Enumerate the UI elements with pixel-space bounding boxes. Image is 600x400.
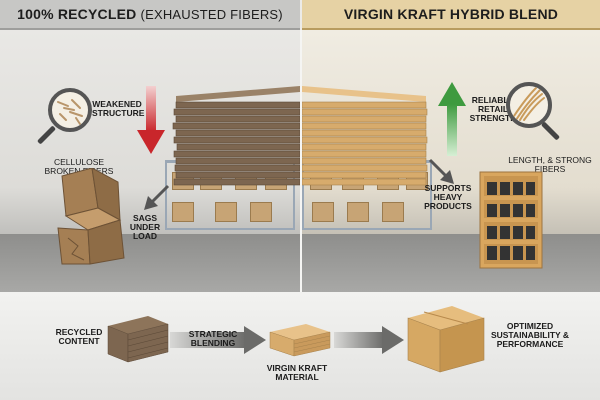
warehouse-floor	[302, 234, 600, 292]
strong-fibers-caption: LENGTH, & STRONG FIBERS	[508, 155, 592, 174]
sag-pointer-arrow-icon	[144, 184, 170, 210]
virgin-fiber-magnifier	[506, 82, 566, 154]
magnifier-lens-icon	[48, 88, 92, 132]
shelf-box	[347, 202, 369, 222]
supports-heavy-products-label: SUPPORTS HEAVY PRODUCTS	[424, 183, 472, 211]
collapsed-box-icon	[57, 168, 125, 265]
sags-under-load-label: SAGS UNDER LOAD	[129, 213, 161, 241]
blending-arrow-icon	[170, 326, 266, 354]
recycled-header-title: 100% RECYCLED	[17, 6, 137, 22]
virgin-header-title: VIRGIN KRAFT HYBRID BLEND	[343, 6, 559, 22]
optimized-result-label: OPTIMIZED SUSTAINABILITY & PERFORMANCE	[490, 321, 570, 349]
recycled-fiber-magnifier	[36, 88, 96, 158]
retail-strength-label: RELIABLE RETAIL STRENGTH	[469, 95, 517, 123]
process-flow-section: RECYCLED CONTENT STRATEGIC BLENDING VIRG…	[0, 292, 600, 400]
support-pointer-arrow-icon	[428, 158, 454, 184]
result-arrow-icon	[334, 326, 404, 354]
strategic-blending-label: STRATEGIC BLENDING	[188, 329, 238, 348]
virgin-board-stack	[302, 86, 428, 186]
virgin-board-icon	[269, 324, 331, 357]
down-arrow-icon	[137, 86, 165, 154]
magnifier-lens-icon	[506, 82, 552, 128]
shelf-box	[250, 202, 272, 222]
virgin-header: VIRGIN KRAFT HYBRID BLEND	[302, 0, 600, 30]
shelf-box	[172, 202, 194, 222]
recycled-header: 100% RECYCLED (EXHAUSTED FIBERS)	[0, 0, 300, 30]
recycled-board-icon	[107, 316, 169, 363]
warehouse-floor	[0, 234, 300, 292]
up-arrow-icon	[438, 82, 466, 156]
broken-fibers-caption: CELLULOSE BROKEN FIBERS	[44, 157, 114, 176]
shelf-box	[215, 202, 237, 222]
finished-box-icon	[407, 306, 485, 373]
panel-divider	[300, 30, 302, 292]
weakened-structure-label: WEAKENED STRUCTURE	[92, 99, 145, 118]
recycled-panel: WEAKENED STRUCTURE CELLULOSE BROKEN FIBE…	[0, 30, 300, 292]
recycled-content-label: RECYCLED CONTENT	[55, 327, 103, 346]
virgin-kraft-material-label: VIRGIN KRAFT MATERIAL	[266, 363, 328, 382]
product-display-icon	[479, 171, 543, 269]
recycled-board-stack	[172, 86, 300, 186]
virgin-panel: RELIABLE RETAIL STRENGTH LENGTH, & STRON…	[302, 30, 600, 292]
shelf-box	[312, 202, 334, 222]
recycled-header-subtitle: (EXHAUSTED FIBERS)	[140, 6, 283, 22]
shelf-box	[382, 202, 404, 222]
